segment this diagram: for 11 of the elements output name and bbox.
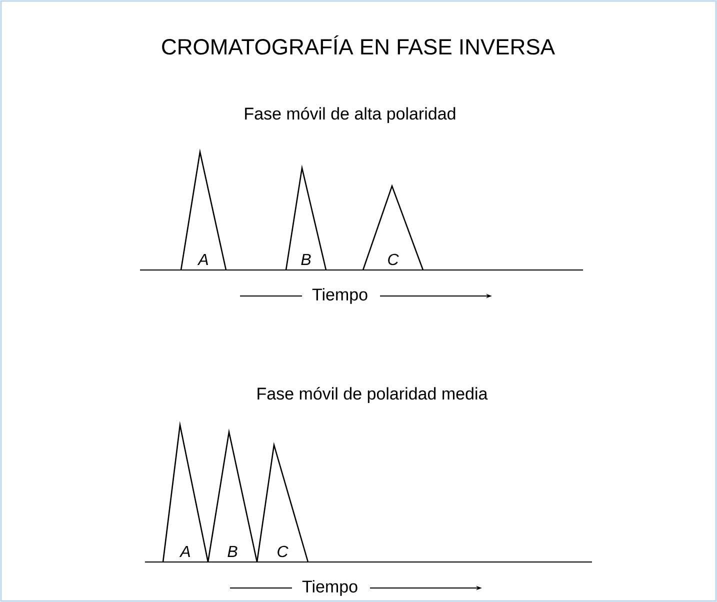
chromatogram-peak: C [362, 184, 424, 270]
chromatogram-peak: C [256, 442, 309, 562]
chromatogram-peak: A [162, 420, 209, 562]
chromatogram-peak: B [207, 428, 258, 562]
axis-label: Tiempo [312, 288, 368, 304]
chromatogram-peak: B [285, 164, 327, 270]
subtitle: Fase móvil de alta polaridad [245, 106, 456, 124]
title: CROMATOGRAFÍA EN FASE INVERSA [162, 35, 555, 55]
subtitle: Fase móvil de polaridad media [258, 386, 488, 404]
axis-label: Tiempo [302, 580, 358, 596]
chromatogram-peak: A [180, 148, 227, 270]
